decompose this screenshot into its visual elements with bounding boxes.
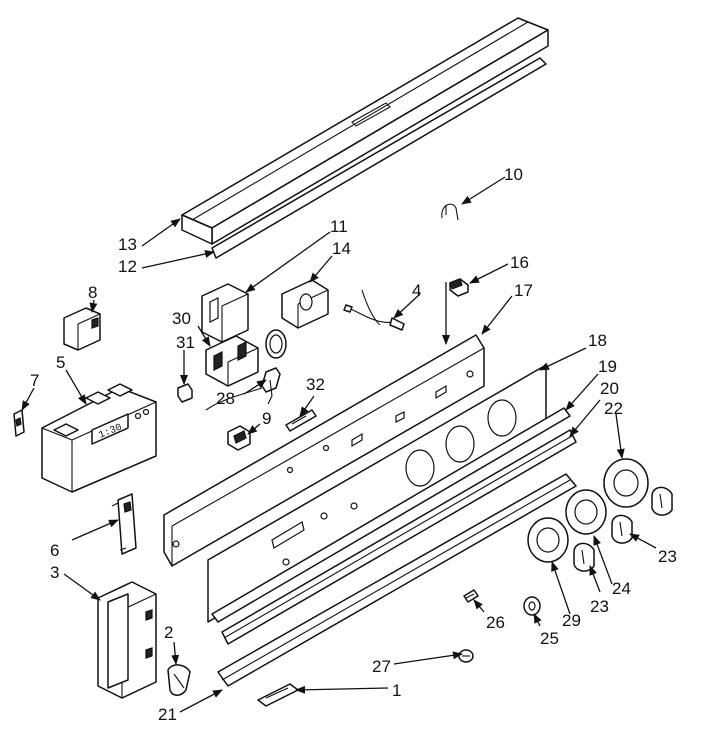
callout-22: 22 <box>604 399 623 418</box>
callout-19: 19 <box>598 357 617 376</box>
transformer-part <box>201 283 249 343</box>
callout-23-right: 23 <box>658 547 677 566</box>
callout-28: 28 <box>216 389 235 408</box>
knob-23-middle <box>611 514 633 544</box>
callout-23-left: 23 <box>590 597 609 616</box>
knob-bezel-29 <box>527 517 569 563</box>
trim-strip-21 <box>217 473 577 687</box>
callout-3: 3 <box>50 563 59 582</box>
callout-17: 17 <box>514 281 533 300</box>
trim-strip <box>211 57 547 259</box>
clip-part <box>441 203 459 221</box>
callout-31: 31 <box>176 333 195 352</box>
callout-8: 8 <box>88 283 97 302</box>
end-trim-part <box>97 581 157 699</box>
switch-part <box>227 425 251 451</box>
callout-7: 7 <box>30 371 39 390</box>
knob-insert-part <box>167 664 191 696</box>
callout-labels: 1 2 3 4 5 6 7 8 9 10 11 12 13 14 16 17 1… <box>30 165 677 724</box>
callout-10: 10 <box>504 165 523 184</box>
nut-25 <box>523 596 541 616</box>
spring-clip-part <box>285 409 317 432</box>
callout-4: 4 <box>412 281 421 300</box>
callout-29: 29 <box>562 611 581 630</box>
callout-25: 25 <box>540 629 559 648</box>
end-cap-part <box>63 307 101 351</box>
callout-11: 11 <box>330 217 348 236</box>
callout-12: 12 <box>118 257 137 276</box>
relay-part <box>265 279 329 359</box>
screw-26 <box>463 589 479 603</box>
control-panel <box>163 334 485 567</box>
callout-1: 1 <box>392 681 401 700</box>
callout-24: 24 <box>612 579 631 598</box>
callout-26: 26 <box>486 613 505 632</box>
clock-module: 1:30 <box>41 383 157 493</box>
callout-14: 14 <box>332 239 351 258</box>
callout-27: 27 <box>372 657 391 676</box>
top-trim-channel <box>181 17 549 245</box>
callout-9: 9 <box>262 409 271 428</box>
callout-21: 21 <box>158 705 177 724</box>
callout-30: 30 <box>172 309 191 328</box>
bracket-part <box>205 335 259 387</box>
callout-2: 2 <box>164 623 173 642</box>
knob-bezel-22 <box>603 458 649 508</box>
knob-bezel-24 <box>565 489 607 535</box>
callout-6: 6 <box>50 541 59 560</box>
trim-panel <box>207 364 547 623</box>
nameplate-part <box>257 683 299 707</box>
knob-23-right <box>651 486 673 516</box>
callout-32: 32 <box>306 375 325 394</box>
callout-18: 18 <box>588 331 607 350</box>
wire-harness <box>343 289 405 331</box>
trim-strip-19 <box>211 407 571 623</box>
callout-16: 16 <box>510 253 529 272</box>
callout-5: 5 <box>56 353 65 372</box>
connector-part <box>449 278 469 297</box>
screw-27 <box>458 649 474 663</box>
small-clip-part <box>177 383 193 403</box>
small-bracket-part <box>13 409 25 437</box>
leader-lines <box>21 176 657 713</box>
mounting-bracket-part <box>111 493 137 555</box>
callout-20: 20 <box>600 379 619 398</box>
callout-13: 13 <box>118 235 137 254</box>
trim-strip-20 <box>221 429 577 645</box>
